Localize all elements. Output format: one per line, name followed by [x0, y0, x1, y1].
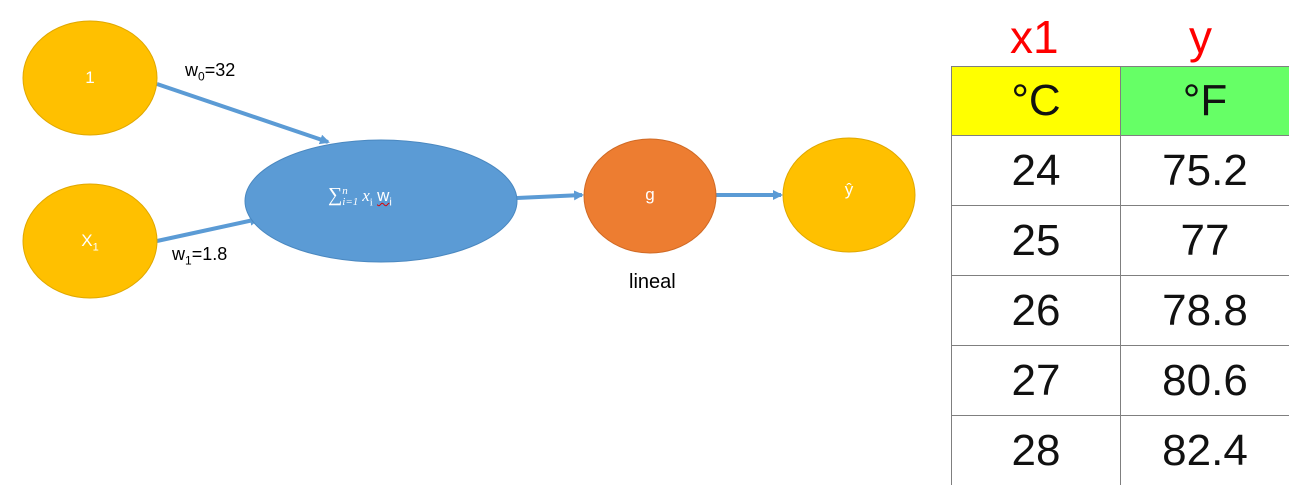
celsius-header: °C: [952, 67, 1121, 136]
w0-label: w0=32: [185, 60, 235, 84]
bias-node-label: 1: [70, 68, 110, 88]
fahrenheit-cell: 78.8: [1121, 276, 1290, 346]
table-row: 24 75.2: [952, 136, 1290, 206]
table-header-row: °C °F: [952, 67, 1290, 136]
arrow-bias-to-sum: [157, 84, 328, 142]
fahrenheit-cell: 80.6: [1121, 346, 1290, 416]
temperature-table: °C °F 24 75.2 25 77 26 78.8 27 80.6 28 8…: [951, 66, 1289, 485]
w0-value: =32: [205, 60, 236, 80]
w1-value: =1.8: [192, 244, 228, 264]
sum-w-base: w: [377, 186, 389, 205]
input-node-label: X1: [70, 231, 110, 253]
x1-column-label: x1: [1010, 14, 1059, 60]
activation-node-label: g: [630, 185, 670, 205]
diagram-canvas: [0, 0, 930, 477]
w0-base: w: [185, 60, 198, 80]
w0-subscript: 0: [198, 70, 205, 84]
arrow-sum-to-activation: [517, 195, 582, 198]
y-column-label: y: [1189, 14, 1212, 60]
table-row: 25 77: [952, 206, 1290, 276]
w1-base: w: [172, 244, 185, 264]
fahrenheit-cell: 77: [1121, 206, 1290, 276]
fahrenheit-cell: 75.2: [1121, 136, 1290, 206]
celsius-cell: 25: [952, 206, 1121, 276]
celsius-cell: 24: [952, 136, 1121, 206]
activation-symbol: g: [645, 185, 654, 204]
output-symbol: ŷ: [845, 180, 854, 199]
celsius-cell: 28: [952, 416, 1121, 485]
table-row: 27 80.6: [952, 346, 1290, 416]
celsius-cell: 27: [952, 346, 1121, 416]
activation-caption: lineal: [629, 271, 676, 294]
sum-symbol: ∑: [328, 184, 342, 206]
sum-lower: i=1: [342, 197, 358, 208]
arrow-input-to-sum: [157, 219, 258, 241]
fahrenheit-header: °F: [1121, 67, 1290, 136]
sum-w-subscript: i: [389, 196, 391, 208]
output-node-label: ŷ: [829, 180, 869, 200]
table-row: 26 78.8: [952, 276, 1290, 346]
fahrenheit-cell: 82.4: [1121, 416, 1290, 485]
w1-subscript: 1: [185, 254, 192, 268]
table-row: 28 82.4: [952, 416, 1290, 485]
input-symbol: X: [81, 231, 92, 250]
input-subscript: 1: [93, 241, 99, 253]
sum-x-term: x: [362, 186, 370, 205]
celsius-cell: 26: [952, 276, 1121, 346]
bias-value: 1: [85, 68, 94, 87]
sum-w-term: wi: [377, 186, 392, 205]
sum-x-subscript: i: [370, 196, 373, 208]
w1-label: w1=1.8: [172, 244, 227, 268]
